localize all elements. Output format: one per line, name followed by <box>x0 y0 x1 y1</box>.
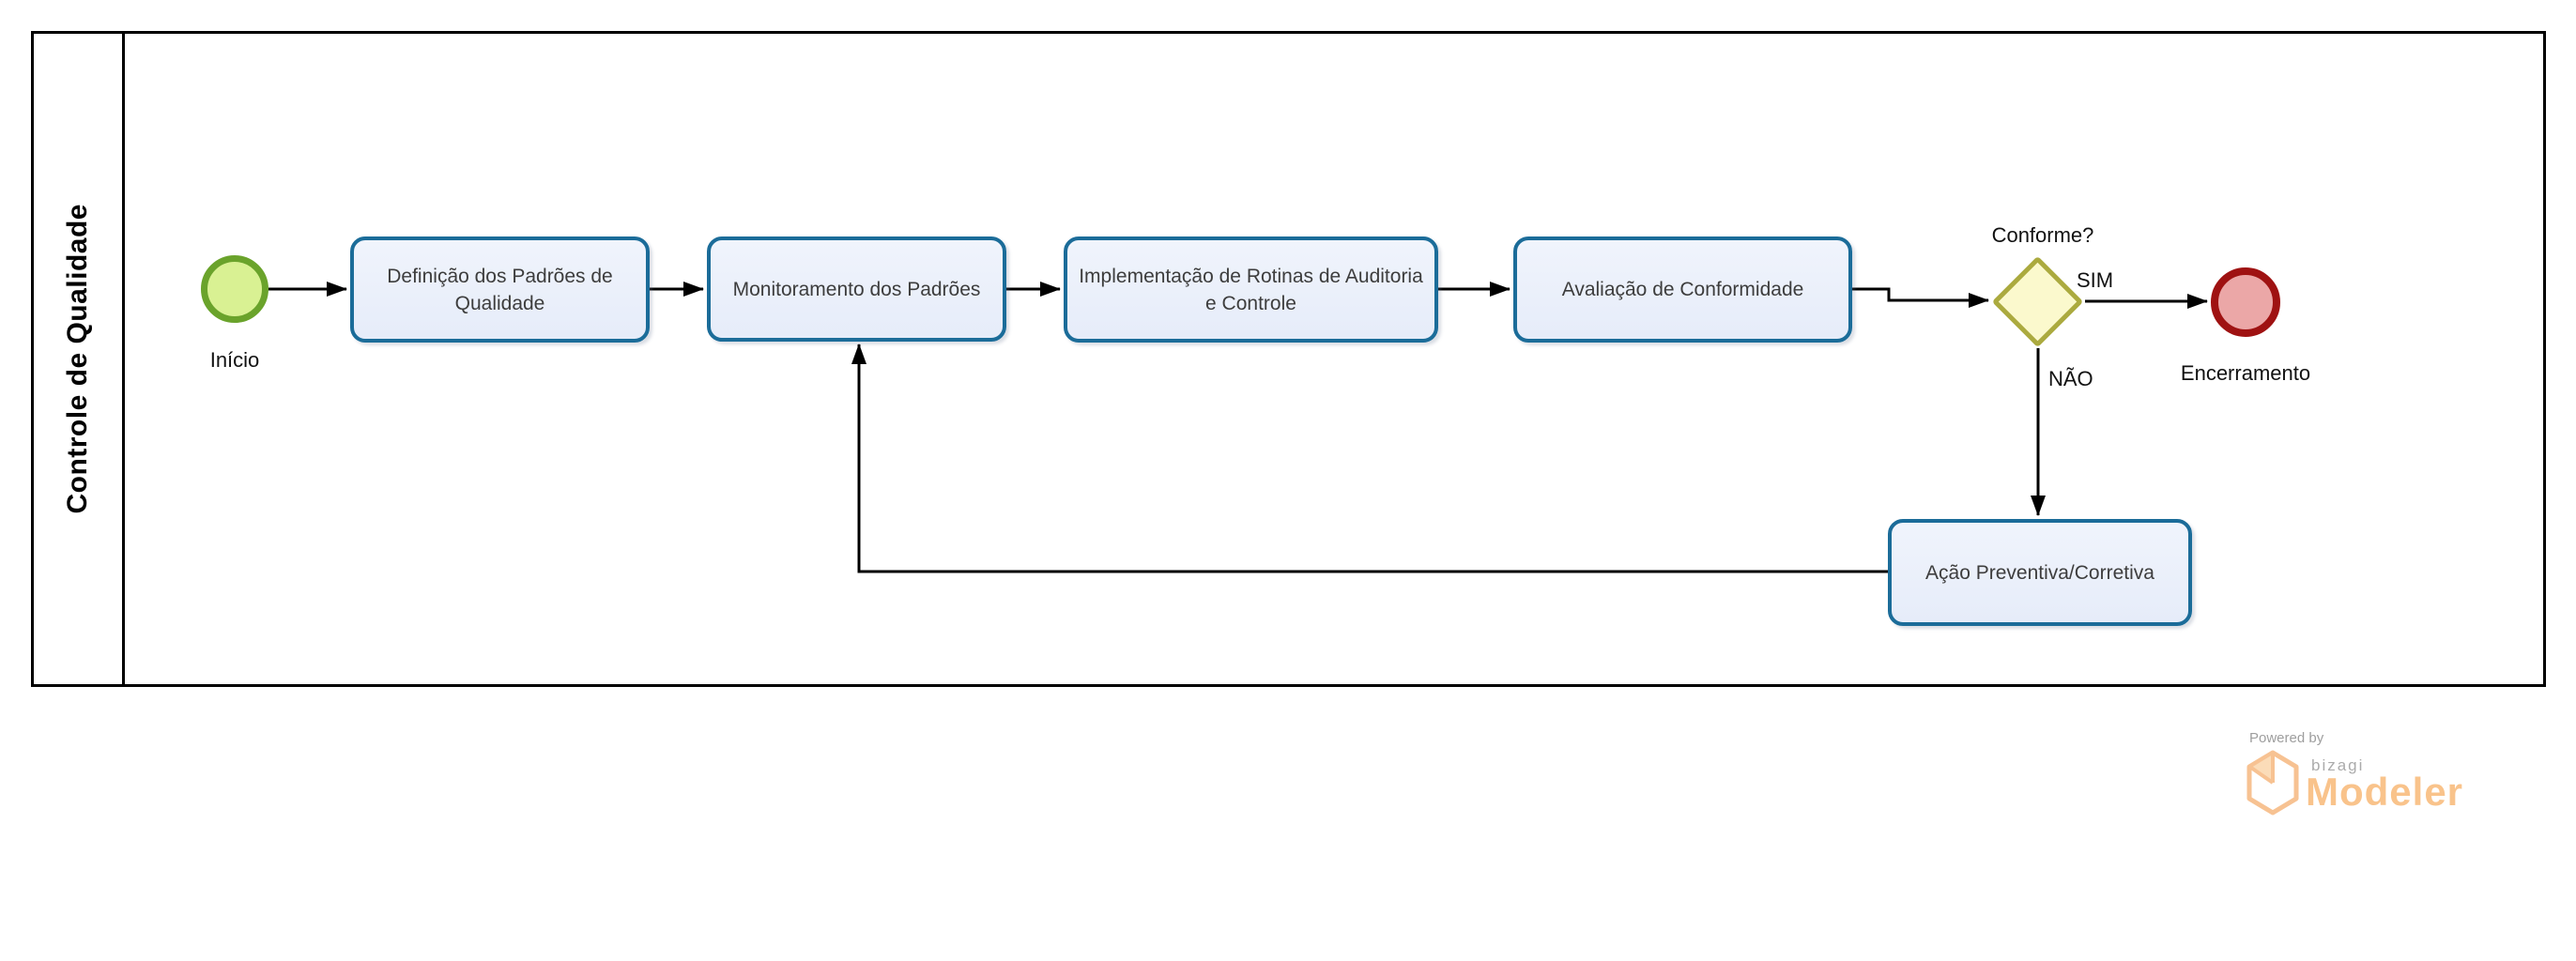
task-acao-preventiva-corretiva-label: Ação Preventiva/Corretiva <box>1925 561 2154 584</box>
task-monitoramento-padroes-label: Monitoramento dos Padrões <box>732 278 981 300</box>
task-implementacao-rotinas-label: Implementação de Rotinas de Auditoria e … <box>1079 265 1423 314</box>
end-event-label: Encerramento <box>2180 361 2311 385</box>
task-avaliacao-conformidade[interactable]: Avaliação de Conformidade <box>1513 236 1852 343</box>
nao-flow-label: NÃO <box>2048 367 2093 390</box>
bizagi-brand-label: bizagi <box>2311 756 2365 774</box>
task-acao-preventiva-corretiva[interactable]: Ação Preventiva/Corretiva <box>1888 519 2192 626</box>
modeler-product-label: Modeler <box>2306 770 2464 814</box>
task-avaliacao-conformidade-label: Avaliação de Conformidade <box>1561 279 1804 300</box>
gateway-conforme-label: Conforme? <box>1991 223 2094 247</box>
start-event[interactable] <box>201 255 268 323</box>
flow-avaliacao-to-gateway[interactable] <box>1852 287 1989 308</box>
bizagi-hexagon-icon <box>2246 750 2299 816</box>
task-implementacao-rotinas[interactable]: Implementação de Rotinas de Auditoria e … <box>1064 236 1438 343</box>
lane-header: Controle de Qualidade <box>34 34 125 684</box>
flow-acao-to-monitoramento-loop[interactable] <box>851 343 1888 573</box>
powered-by-label: Powered by <box>2249 730 2324 746</box>
start-event-label: Início <box>209 348 260 372</box>
task-monitoramento-padroes[interactable]: Monitoramento dos Padrões <box>707 236 1006 342</box>
end-event[interactable] <box>2211 267 2280 337</box>
task-definicao-padroes-label: Definição dos Padrões de Qualidade <box>387 265 613 314</box>
sim-flow-label: SIM <box>2077 268 2114 292</box>
task-definicao-padroes[interactable]: Definição dos Padrões de Qualidade <box>350 236 650 343</box>
